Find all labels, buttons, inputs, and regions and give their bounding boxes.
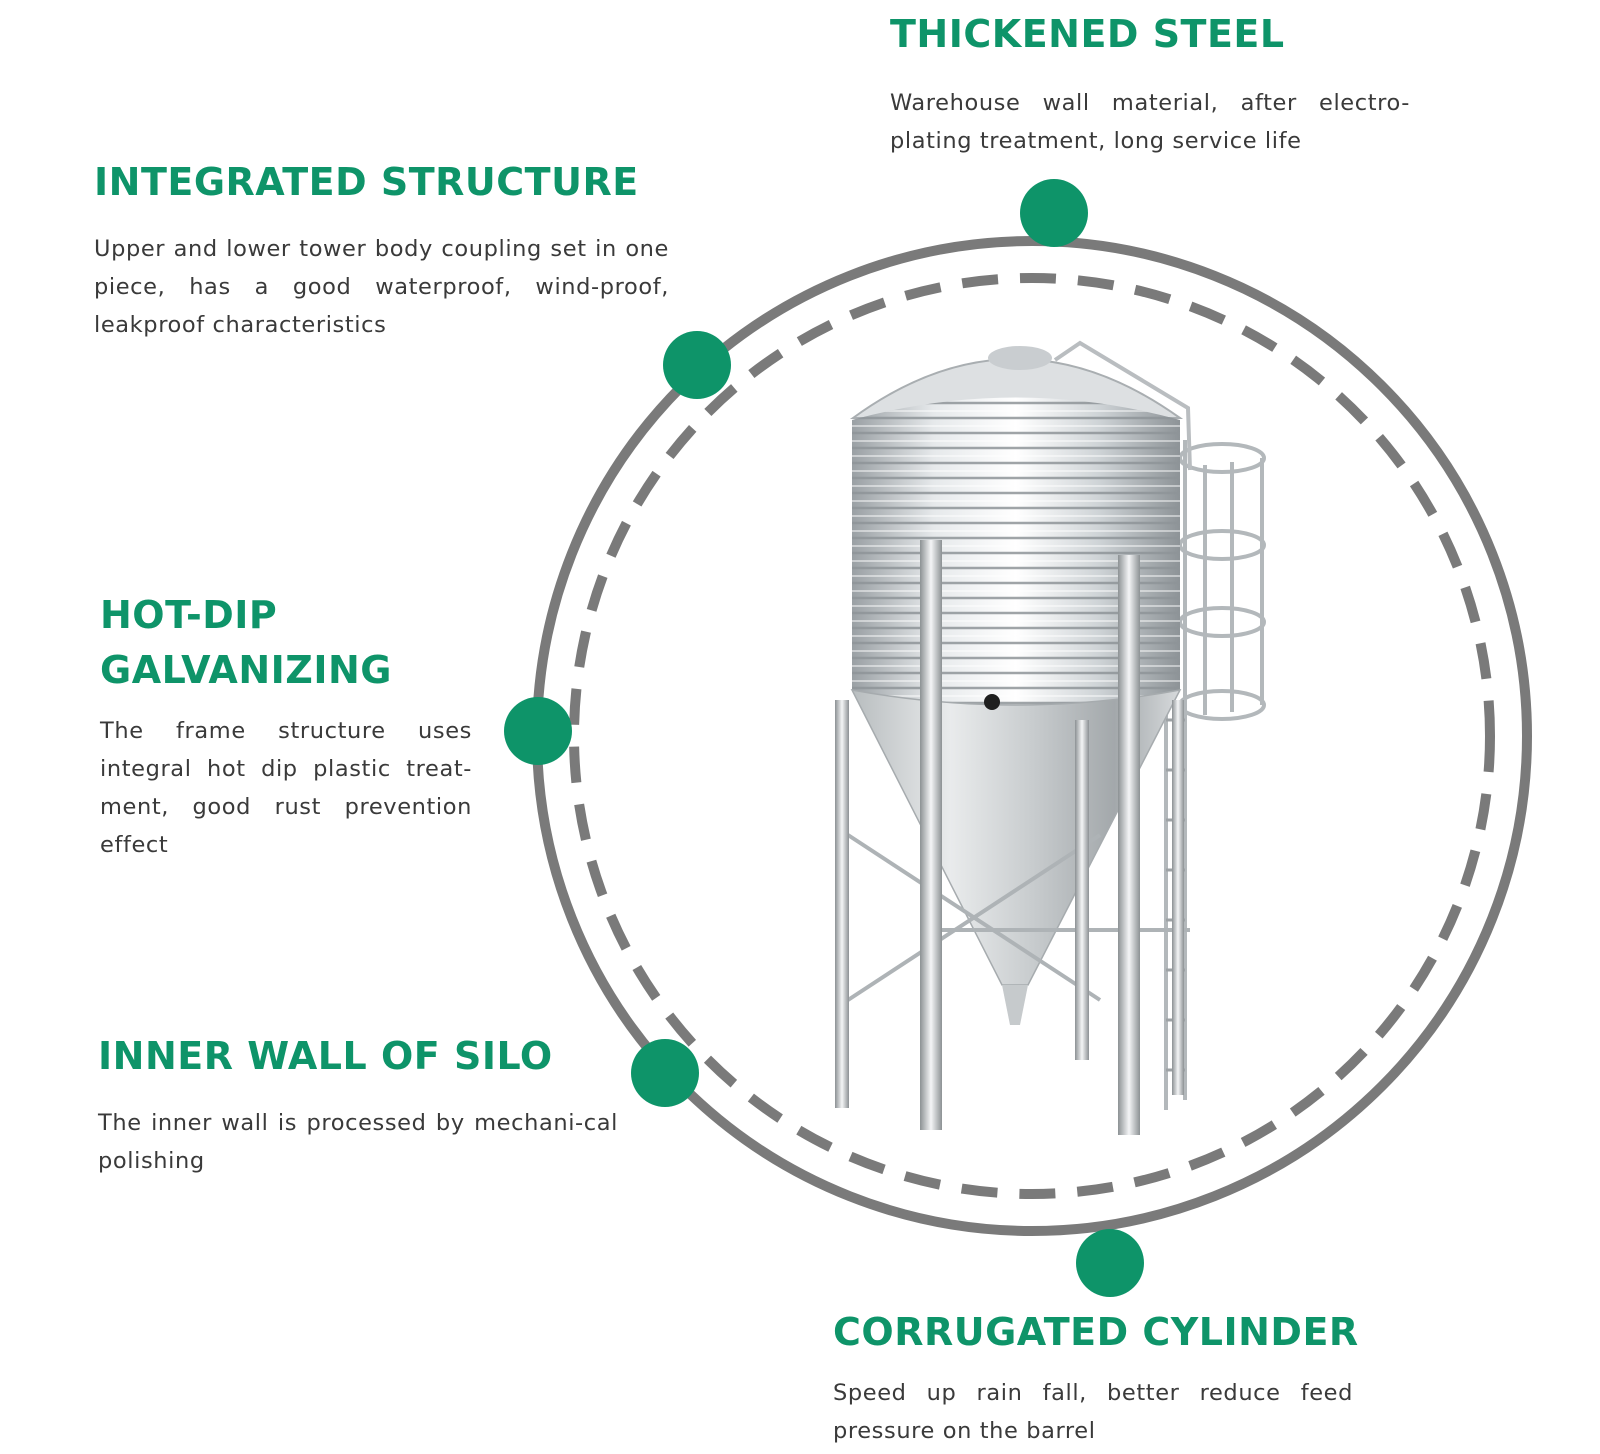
feature-title: INNER WALL OF SILO — [98, 1034, 553, 1078]
feature-inner-wall: INNER WALL OF SILO The inner wall is pro… — [98, 1030, 618, 1180]
node-inner-wall — [631, 1039, 699, 1107]
feature-description: The frame structure uses integral hot di… — [100, 718, 472, 858]
feature-description: Speed up rain fall, better reduce feed p… — [833, 1380, 1353, 1444]
feature-integrated-structure: INTEGRATED STRUCTURE Upper and lower tow… — [94, 156, 669, 344]
node-corrugated-cylinder — [1076, 1229, 1144, 1297]
inner-dashed-ring — [569, 273, 1495, 1199]
node-thickened-steel — [1020, 179, 1088, 247]
feature-description: Warehouse wall material, after electro-p… — [890, 90, 1410, 154]
feature-title: INTEGRATED STRUCTURE — [94, 160, 639, 204]
feature-description: Upper and lower tower body coupling set … — [94, 236, 669, 338]
feature-title: THICKENED STEEL — [890, 12, 1285, 56]
feature-description: The inner wall is processed by mechani-c… — [98, 1110, 618, 1174]
feature-title: HOT-DIP GALVANIZING — [100, 593, 392, 692]
feature-hot-dip-galvanizing: HOT-DIP GALVANIZING The frame structure … — [100, 588, 472, 864]
node-integrated-structure — [663, 331, 731, 399]
feature-title: CORRUGATED CYLINDER — [833, 1310, 1359, 1354]
node-hot-dip-galvanizing — [504, 697, 572, 765]
feature-thickened-steel: THICKENED STEEL Warehouse wall material,… — [890, 8, 1410, 160]
silo-image — [835, 340, 1266, 1135]
feature-corrugated-cylinder: CORRUGATED CYLINDER Speed up rain fall, … — [833, 1306, 1359, 1450]
